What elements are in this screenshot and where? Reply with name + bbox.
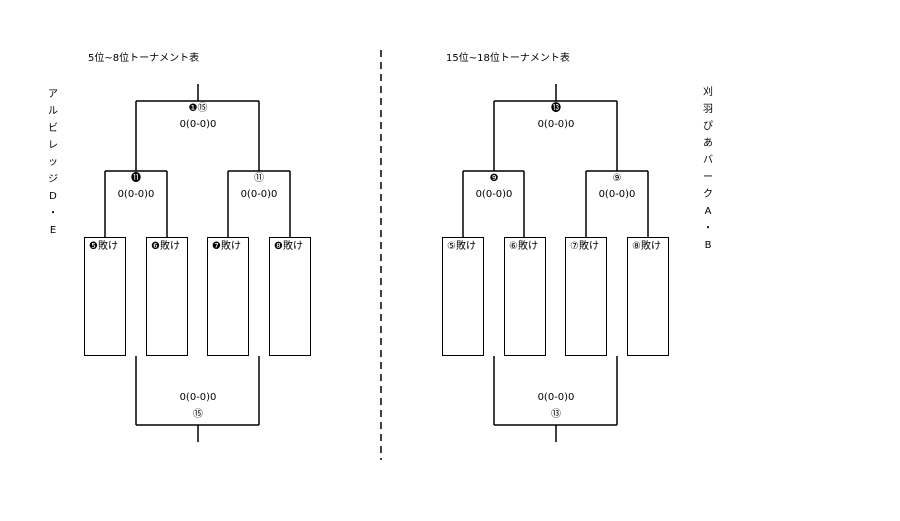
right-team-char: ク: [703, 189, 713, 200]
left-team-char: ビ: [48, 123, 58, 134]
right-team-char: ぴ: [703, 121, 713, 132]
right-final-top-score: 0(0-0)0: [537, 119, 575, 130]
left-slot-2-label: ❻敗け: [151, 241, 180, 252]
right-semi-right-number: ⑨: [612, 173, 622, 184]
right-slot-3-label: ⑦敗け: [570, 241, 599, 252]
right-bracket-lines: [462, 84, 649, 442]
left-slot-2: ❻敗け: [146, 237, 188, 356]
left-semi-left-score: 0(0-0)0: [117, 189, 155, 200]
left-final-top-number: ❶⑮: [188, 103, 208, 114]
right-semi-left-score: 0(0-0)0: [475, 189, 513, 200]
right-slot-1-label: ⑤敗け: [447, 241, 476, 252]
right-team-char: あ: [703, 138, 713, 149]
left-slot-3: ❼敗け: [207, 237, 249, 356]
left-team-char: D: [49, 191, 57, 202]
right-slot-2-label: ⑥敗け: [509, 241, 538, 252]
right-bottom-number: ⑬: [551, 409, 561, 420]
left-bottom-score: 0(0-0)0: [179, 392, 217, 403]
left-final-top-score: 0(0-0)0: [179, 119, 217, 130]
right-slot-2: ⑥敗け: [504, 237, 546, 356]
right-bottom-score: 0(0-0)0: [537, 392, 575, 403]
left-bottom-number: ⑮: [193, 409, 203, 420]
left-team-char: ・: [48, 208, 58, 219]
right-team-char: B: [704, 240, 712, 251]
left-team-char: ッ: [48, 157, 58, 168]
right-team-char: 刈: [703, 87, 713, 98]
right-slot-4: ⑧敗け: [627, 237, 669, 356]
left-semi-right-score: 0(0-0)0: [240, 189, 278, 200]
right-team-char: 羽: [703, 104, 713, 115]
left-slot-3-label: ❼敗け: [212, 241, 241, 252]
right-semi-right-score: 0(0-0)0: [598, 189, 636, 200]
right-slot-4-label: ⑧敗け: [632, 241, 661, 252]
left-title: 5位~8位トーナメント表: [88, 53, 200, 64]
right-final-top-number: ⓭: [551, 103, 561, 114]
right-semi-left-number: ❾: [489, 173, 499, 184]
left-slot-1-label: ❺敗け: [89, 241, 118, 252]
right-title: 15位~18位トーナメント表: [446, 53, 570, 64]
left-slot-1: ❺敗け: [84, 237, 126, 356]
left-team-char: ア: [48, 89, 58, 100]
left-team-char: ジ: [48, 174, 58, 185]
right-team-char: A: [704, 206, 712, 217]
left-team-char: E: [49, 225, 57, 236]
left-bracket-lines: [104, 84, 291, 442]
left-team-char: ル: [48, 106, 58, 117]
left-semi-right-number: ⑪: [254, 173, 264, 184]
left-slot-4: ❽敗け: [269, 237, 311, 356]
right-slot-1: ⑤敗け: [442, 237, 484, 356]
left-slot-4-label: ❽敗け: [274, 241, 303, 252]
right-team-char: ー: [703, 172, 713, 183]
left-semi-left-number: ⓫: [131, 173, 141, 184]
right-slot-3: ⑦敗け: [565, 237, 607, 356]
right-team-char: バ: [703, 155, 713, 166]
left-team-char: レ: [48, 140, 58, 151]
right-team-char: ・: [703, 223, 713, 234]
